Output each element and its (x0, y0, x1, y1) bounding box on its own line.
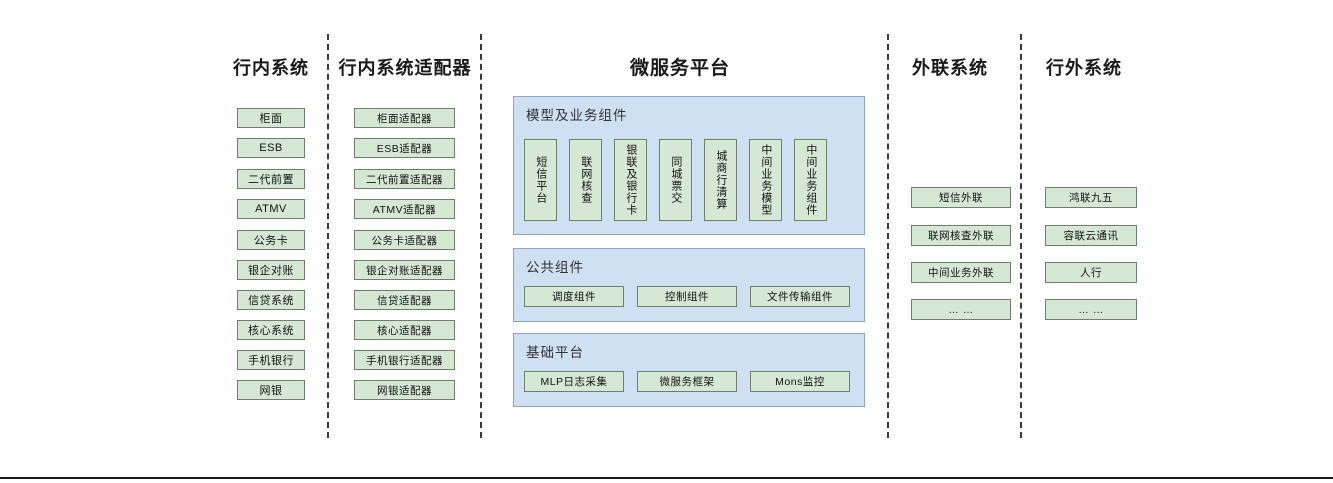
panel-public-components: 公共组件 (513, 248, 865, 322)
node-intra-bank-systems-7[interactable]: 核心系统 (237, 320, 305, 340)
vnode-model-business-components-3[interactable]: 同城票交 (659, 139, 692, 221)
column-separator-4 (1020, 34, 1022, 438)
panel-title-public-components: 公共组件 (526, 260, 584, 275)
vnode-label: 联网核查 (579, 156, 592, 204)
node-base-platform-2[interactable]: Mons监控 (750, 371, 850, 392)
node-intra-bank-systems-0[interactable]: 柜面 (237, 108, 305, 128)
node-base-platform-1[interactable]: 微服务框架 (637, 371, 737, 392)
vnode-label: 短信平台 (534, 156, 547, 204)
vnode-label: 银联及银行卡 (624, 144, 637, 216)
node-external-link-systems-0[interactable]: 短信外联 (911, 187, 1011, 208)
vnode-model-business-components-6[interactable]: 中间业务组件 (794, 139, 827, 221)
node-intra-bank-systems-9[interactable]: 网银 (237, 380, 305, 400)
node-intra-bank-adapters-3[interactable]: ATMV适配器 (354, 199, 455, 219)
panel-title-model-business-components: 模型及业务组件 (526, 108, 628, 123)
column-title-outside-bank-systems: 行外系统 (1046, 58, 1122, 78)
node-intra-bank-adapters-8[interactable]: 手机银行适配器 (354, 350, 455, 370)
vnode-label: 中间业务组件 (804, 144, 817, 216)
column-separator-1 (327, 34, 329, 438)
node-intra-bank-adapters-4[interactable]: 公务卡适配器 (354, 230, 455, 250)
vnode-model-business-components-0[interactable]: 短信平台 (524, 139, 557, 221)
node-outside-bank-systems-0[interactable]: 鸿联九五 (1045, 187, 1137, 208)
node-intra-bank-adapters-5[interactable]: 银企对账适配器 (354, 260, 455, 280)
column-title-intra-bank-systems: 行内系统 (233, 58, 309, 78)
node-intra-bank-systems-3[interactable]: ATMV (237, 199, 305, 219)
node-public-components-2[interactable]: 文件传输组件 (750, 286, 850, 307)
node-outside-bank-systems-1[interactable]: 容联云通讯 (1045, 225, 1137, 246)
platform-title: 微服务平台 (629, 58, 730, 79)
node-outside-bank-systems-2[interactable]: 人行 (1045, 262, 1137, 283)
node-intra-bank-adapters-0[interactable]: 柜面适配器 (354, 108, 455, 128)
node-intra-bank-systems-8[interactable]: 手机银行 (237, 350, 305, 370)
vnode-label: 同城票交 (669, 156, 682, 204)
node-intra-bank-systems-4[interactable]: 公务卡 (237, 230, 305, 250)
node-intra-bank-adapters-7[interactable]: 核心适配器 (354, 320, 455, 340)
column-title-external-link-systems: 外联系统 (912, 58, 988, 78)
column-title-intra-bank-adapters: 行内系统适配器 (338, 58, 472, 78)
node-intra-bank-systems-5[interactable]: 银企对账 (237, 260, 305, 280)
vnode-model-business-components-1[interactable]: 联网核查 (569, 139, 602, 221)
node-intra-bank-adapters-6[interactable]: 信贷适配器 (354, 290, 455, 310)
node-public-components-0[interactable]: 调度组件 (524, 286, 624, 307)
node-intra-bank-systems-2[interactable]: 二代前置 (237, 169, 305, 189)
node-intra-bank-adapters-9[interactable]: 网银适配器 (354, 380, 455, 400)
panel-title-base-platform: 基础平台 (526, 345, 584, 360)
node-external-link-systems-2[interactable]: 中间业务外联 (911, 262, 1011, 283)
node-public-components-1[interactable]: 控制组件 (637, 286, 737, 307)
page-bottom-rule (0, 477, 1333, 479)
vnode-model-business-components-4[interactable]: 城商行清算 (704, 139, 737, 221)
node-external-link-systems-1[interactable]: 联网核查外联 (911, 225, 1011, 246)
node-intra-bank-adapters-1[interactable]: ESB适配器 (354, 138, 455, 158)
column-separator-2 (480, 34, 482, 438)
vnode-label: 城商行清算 (714, 150, 727, 210)
node-intra-bank-systems-6[interactable]: 信贷系统 (237, 290, 305, 310)
panel-base-platform: 基础平台 (513, 333, 865, 407)
node-base-platform-0[interactable]: MLP日志采集 (524, 371, 624, 392)
vnode-label: 中间业务模型 (759, 144, 772, 216)
vnode-model-business-components-5[interactable]: 中间业务模型 (749, 139, 782, 221)
node-intra-bank-systems-1[interactable]: ESB (237, 138, 305, 158)
node-outside-bank-systems-3[interactable]: … … (1045, 299, 1137, 320)
column-separator-3 (887, 34, 889, 438)
node-external-link-systems-3[interactable]: … … (911, 299, 1011, 320)
node-intra-bank-adapters-2[interactable]: 二代前置适配器 (354, 169, 455, 189)
vnode-model-business-components-2[interactable]: 银联及银行卡 (614, 139, 647, 221)
